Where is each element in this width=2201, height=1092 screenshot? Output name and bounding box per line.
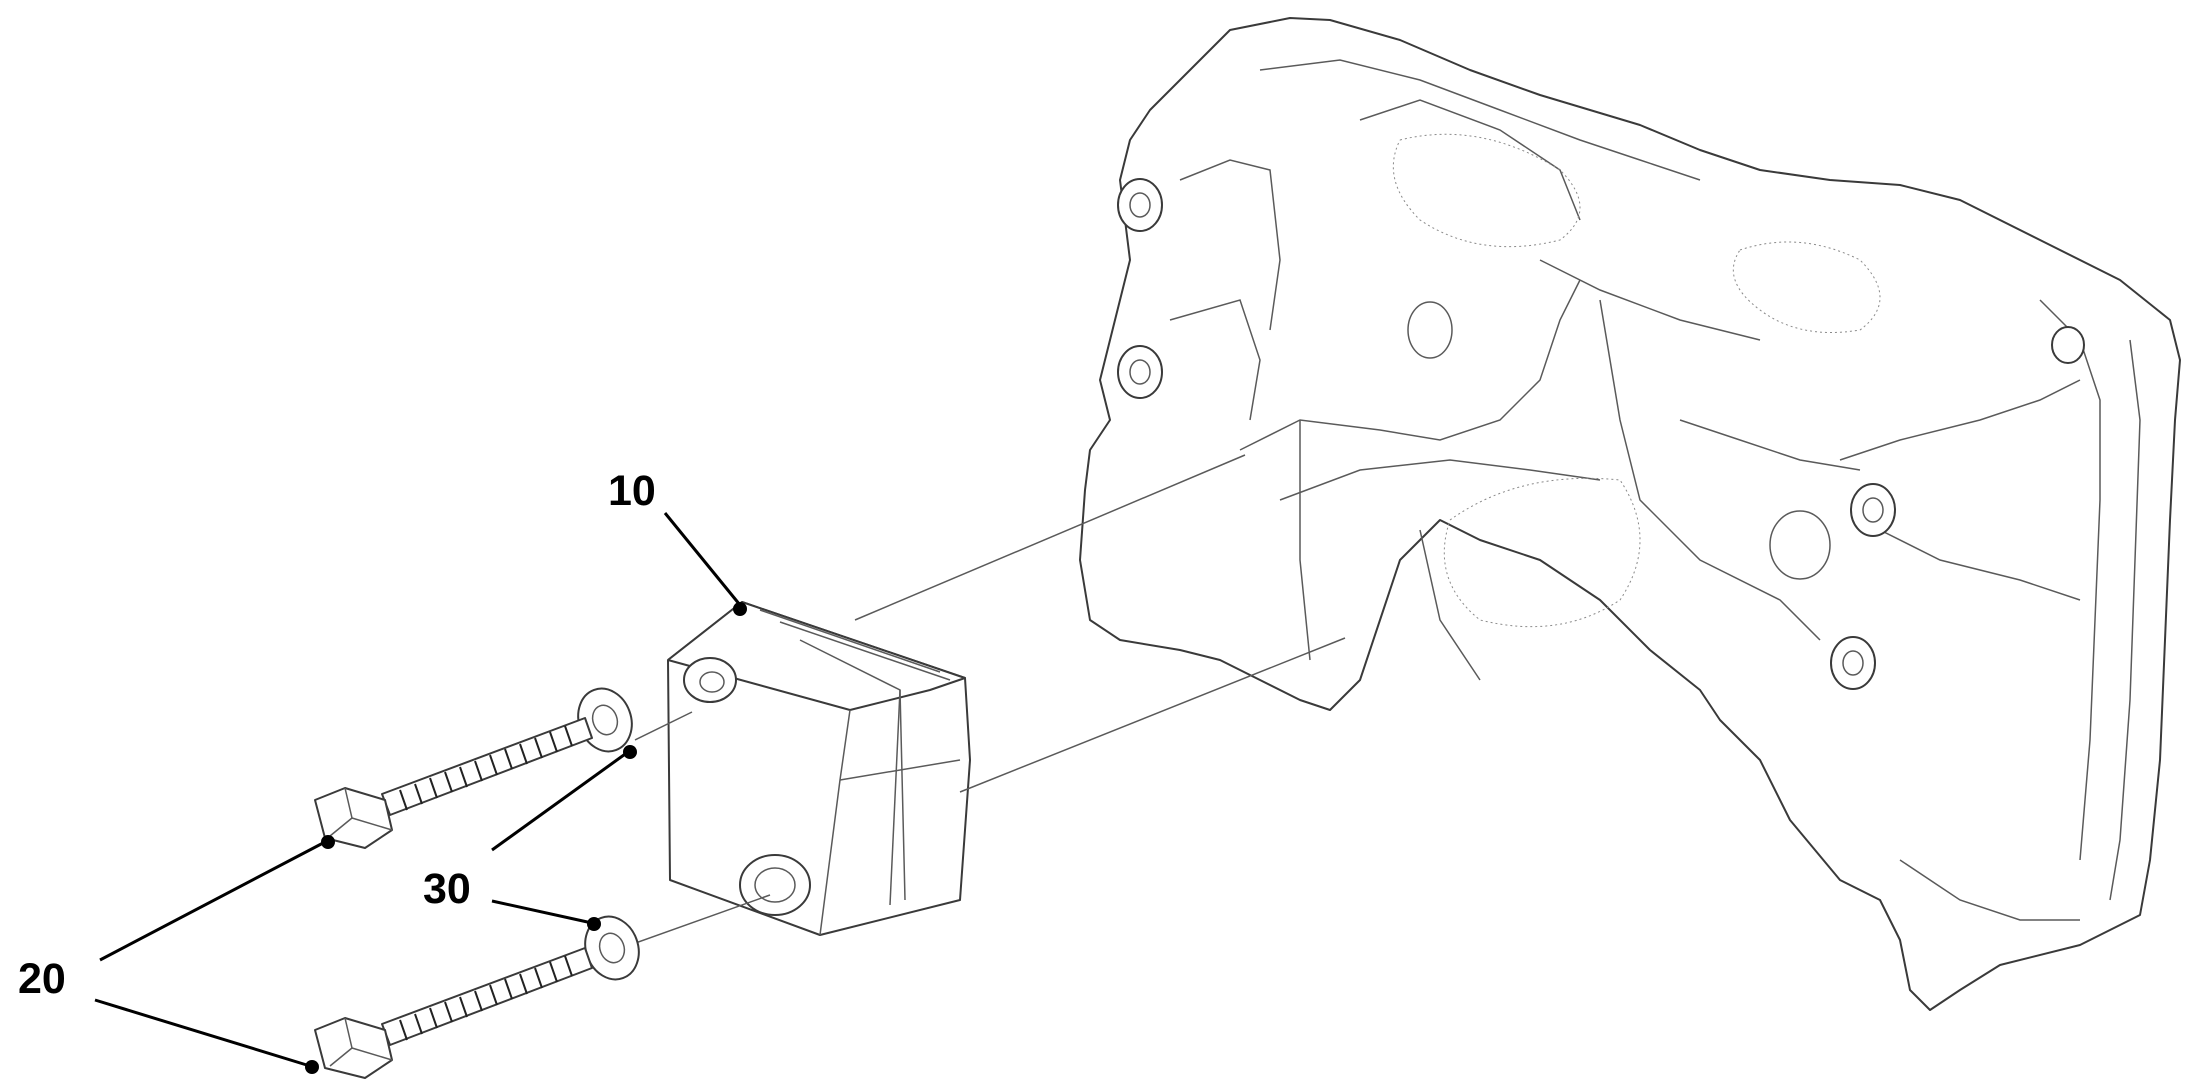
housing bbox=[1079, 17, 2181, 1011]
washer-lower bbox=[584, 915, 640, 981]
callout-20: 20 bbox=[18, 955, 66, 1003]
leader-20-upper bbox=[99, 835, 335, 962]
callout-30: 30 bbox=[423, 865, 471, 913]
leader-10 bbox=[663, 512, 747, 616]
callout-10: 10 bbox=[608, 467, 656, 515]
bolt-lower bbox=[314, 947, 593, 1079]
mounting-block bbox=[667, 601, 971, 936]
leader-20-lower bbox=[94, 998, 319, 1074]
leader-30-lower bbox=[491, 899, 601, 931]
alignment-lines bbox=[629, 454, 1346, 946]
bolt-upper bbox=[314, 717, 593, 849]
leader-30-upper bbox=[491, 745, 637, 852]
